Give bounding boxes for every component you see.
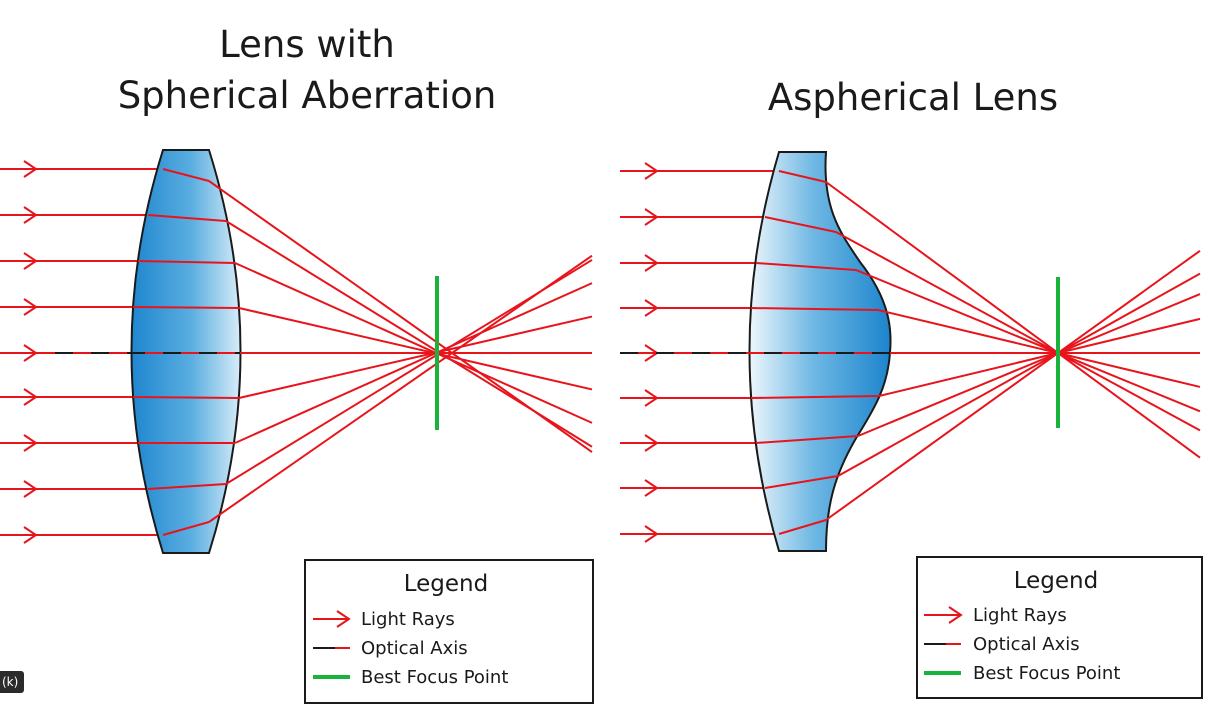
right-ray-arrow [644, 389, 659, 407]
left-converging-ray [238, 307, 593, 391]
right-ray-arrow [644, 479, 659, 497]
left-inside-ray [147, 483, 227, 490]
left-legend-optical-axis-label: Optical Axis [361, 638, 468, 659]
left-converging-ray [238, 315, 593, 399]
right-inside-ray [778, 519, 827, 535]
right-inside-ray [764, 475, 839, 489]
aspherical-lens-panel [620, 151, 1201, 552]
right-converging-ray [878, 317, 1201, 397]
right-legend-optical-axis-label: Optical Axis [973, 634, 1080, 655]
right-converging-ray [857, 293, 1201, 437]
right-ray-arrow [644, 254, 659, 272]
right-inside-ray [755, 435, 859, 444]
right-converging-ray [837, 272, 1201, 477]
left-ray-arrow [23, 344, 38, 362]
left-ray-arrow [23, 206, 38, 224]
right-ray-arrow [644, 434, 659, 452]
left-ray-arrow [23, 252, 38, 270]
right-converging-ray [855, 269, 1201, 413]
right-ray-arrow [644, 162, 659, 180]
right-inside-ray [778, 170, 827, 183]
left-converging-ray [225, 220, 593, 448]
left-ray-arrow [23, 160, 38, 178]
right-light-rays-converging [825, 181, 1201, 521]
right-inside-ray [764, 216, 837, 233]
spherical-lens-panel [0, 149, 593, 554]
right-legend-optical-axis: Optical Axis [924, 634, 1080, 655]
right-legend: Legend Light Rays Optical Axis Best Focu… [916, 556, 1203, 699]
left-ray-arrow [23, 480, 38, 498]
right-ray-arrow [644, 208, 659, 226]
left-legend-light-rays: Light Rays [313, 609, 455, 630]
left-legend-light-rays-label: Light Rays [361, 609, 455, 630]
left-light-rays-converging [208, 180, 593, 523]
right-inside-ray [750, 307, 879, 311]
left-legend-box [304, 559, 594, 704]
corner-badge: (k) [0, 671, 25, 693]
left-legend: Legend Light Rays Optical Axis Best Focu… [304, 559, 594, 704]
left-legend-best-focus: Best Focus Point [313, 667, 508, 688]
left-legend-title: Legend [404, 571, 489, 597]
left-ray-arrow [23, 434, 38, 452]
right-legend-best-focus-label: Best Focus Point [973, 663, 1120, 684]
right-converging-ray [825, 181, 1201, 459]
right-legend-box [916, 556, 1203, 699]
left-inside-ray [132, 396, 240, 399]
left-ray-arrow [23, 526, 38, 544]
aspherical-lens [748, 151, 892, 552]
left-ray-arrow [23, 388, 38, 406]
right-title: Aspherical Lens [768, 76, 1058, 119]
left-light-rays-incoming [0, 160, 164, 544]
left-converging-ray [208, 254, 593, 523]
left-inside-ray [162, 168, 210, 182]
spherical-lens [130, 149, 242, 554]
left-legend-best-focus-label: Best Focus Point [361, 667, 508, 688]
right-inside-ray [755, 262, 857, 271]
right-legend-light-rays: Light Rays [924, 605, 1067, 626]
left-legend-optical-axis: Optical Axis [313, 638, 468, 659]
right-legend-light-rays-label: Light Rays [973, 605, 1067, 626]
right-converging-ray [877, 309, 1201, 388]
right-inside-ray [750, 395, 880, 399]
right-ray-arrow [644, 525, 659, 543]
right-ray-arrow [644, 299, 659, 317]
right-legend-best-focus: Best Focus Point [924, 663, 1120, 684]
left-title-line-2: Spherical Aberration [118, 74, 497, 117]
right-legend-title: Legend [1014, 568, 1099, 594]
left-converging-ray [234, 282, 593, 444]
right-converging-ray [825, 249, 1201, 521]
left-ray-arrow [23, 298, 38, 316]
right-converging-ray [835, 231, 1201, 432]
left-title-line-1: Lens with [219, 23, 395, 66]
left-converging-ray [234, 262, 593, 424]
left-inside-ray [162, 521, 210, 536]
left-inside-ray [137, 260, 236, 264]
left-inside-ray [147, 214, 227, 222]
left-inside-ray [132, 306, 240, 309]
